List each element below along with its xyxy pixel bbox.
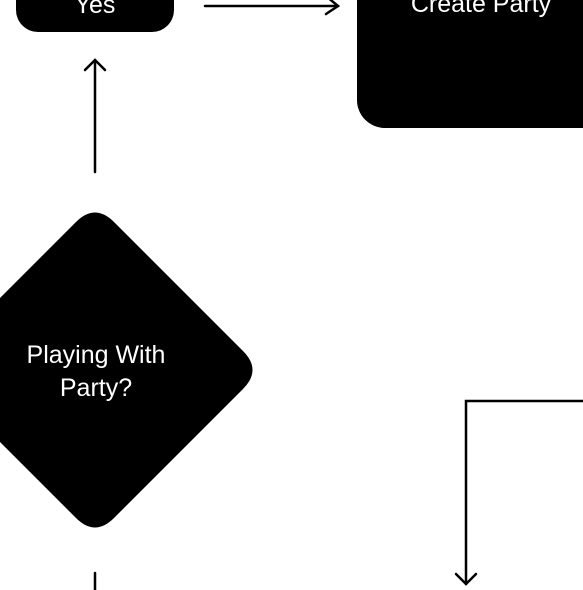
yes-node[interactable]: Yes bbox=[16, 0, 174, 32]
create-party-node-shape bbox=[357, 0, 583, 128]
decision-node[interactable]: Playing With Party? bbox=[0, 212, 253, 528]
yes-node-label: Yes bbox=[75, 0, 116, 19]
create-party-node-label: Create Party bbox=[411, 0, 552, 18]
arrow-yes-to-create-party bbox=[203, 0, 341, 16]
decision-node-shape bbox=[0, 212, 253, 528]
yes-node-shape bbox=[16, 0, 174, 32]
decision-node-label-line1: Playing With bbox=[27, 341, 166, 369]
decision-node-label-line2: Party? bbox=[60, 374, 132, 402]
create-party-node[interactable]: Create Party bbox=[357, 0, 583, 128]
arrow-right-to-down bbox=[454, 399, 583, 586]
arrow-decision-to-yes bbox=[83, 58, 107, 174]
